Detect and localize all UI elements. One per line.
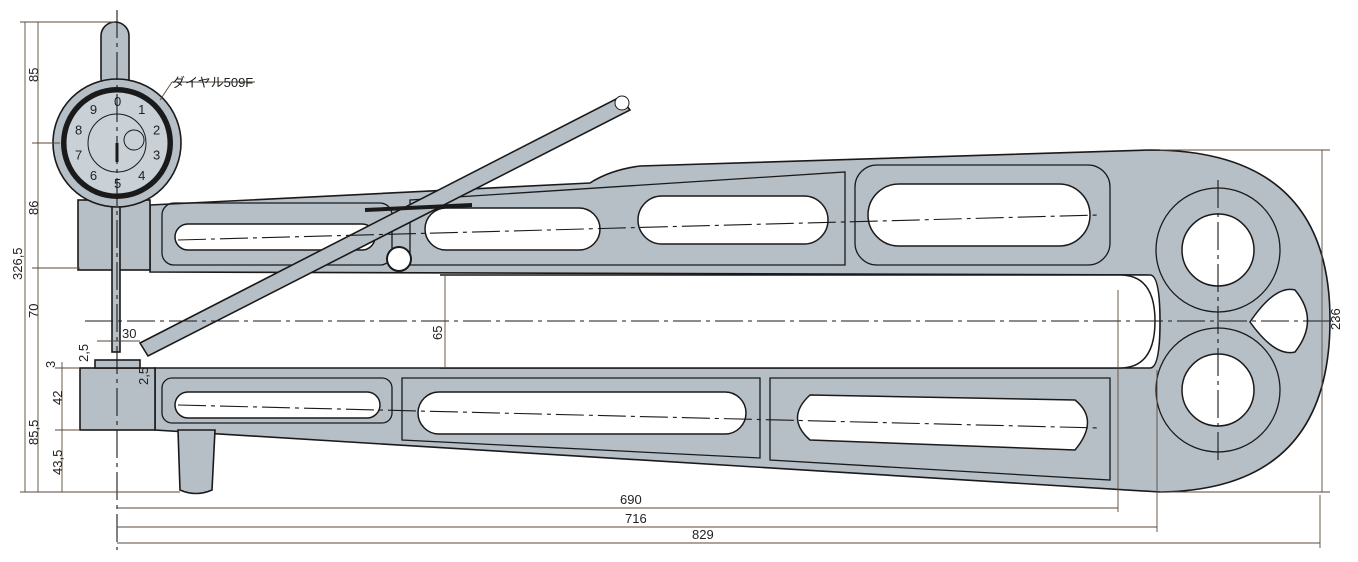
dial-number: 6 [90, 168, 97, 183]
dial-number: 0 [114, 94, 121, 109]
dial-number: 3 [153, 148, 160, 163]
dim-85-5: 85,5 [26, 420, 41, 445]
lever-pivot [386, 246, 412, 272]
dial-number: 8 [75, 122, 82, 137]
lower-slot-1 [174, 391, 381, 419]
dial-callout-label: ダイヤル509F [172, 75, 253, 90]
dial-number: 7 [75, 148, 82, 163]
revolution-counter [123, 129, 145, 151]
dim-2-5-top: 2,5 [76, 344, 91, 362]
centerline-lower [177, 404, 1101, 429]
lower-pocket-1 [161, 377, 393, 424]
dimension-lines [20, 21, 1330, 548]
lever-guide [364, 203, 473, 212]
dim-690: 690 [620, 492, 642, 507]
dim-30: 30 [122, 326, 136, 341]
dial-number: 2 [153, 122, 160, 137]
dim-3: 3 [43, 361, 58, 368]
upper-slot-3 [637, 195, 829, 245]
dim-236: 236 [1328, 308, 1343, 330]
dim-326-5: 326,5 [10, 247, 25, 280]
dial-numbers: 0 12 34 5 67 89 [75, 94, 160, 191]
foot-clamp [177, 429, 216, 495]
dial-number: 5 [114, 176, 121, 191]
centerline-upper [177, 214, 1101, 241]
dial-number: 4 [138, 168, 145, 183]
dim-42: 42 [50, 391, 65, 405]
lever-arm [138, 95, 632, 358]
dim-70: 70 [26, 304, 41, 318]
upper-pocket-3 [854, 164, 1111, 266]
upper-slot-4 [867, 183, 1091, 247]
dim-829: 829 [692, 527, 714, 542]
lower-slot-2 [417, 391, 747, 435]
dim-716: 716 [625, 511, 647, 526]
lower-slot-3 [796, 394, 1089, 451]
dim-43-5: 43,5 [50, 450, 65, 475]
dim-85: 85 [26, 68, 41, 82]
lower-pocket-3 [769, 377, 1111, 481]
dim-86: 86 [26, 201, 41, 215]
lever-pivot-top [614, 95, 630, 111]
dim-65: 65 [430, 326, 445, 340]
spindle [111, 199, 121, 353]
upper-pocket-2 [409, 171, 846, 266]
dial-number: 9 [90, 102, 97, 117]
dial-number: 1 [138, 102, 145, 117]
dim-2-5-side: 2,5 [136, 367, 151, 385]
lower-pocket-2 [401, 377, 761, 459]
